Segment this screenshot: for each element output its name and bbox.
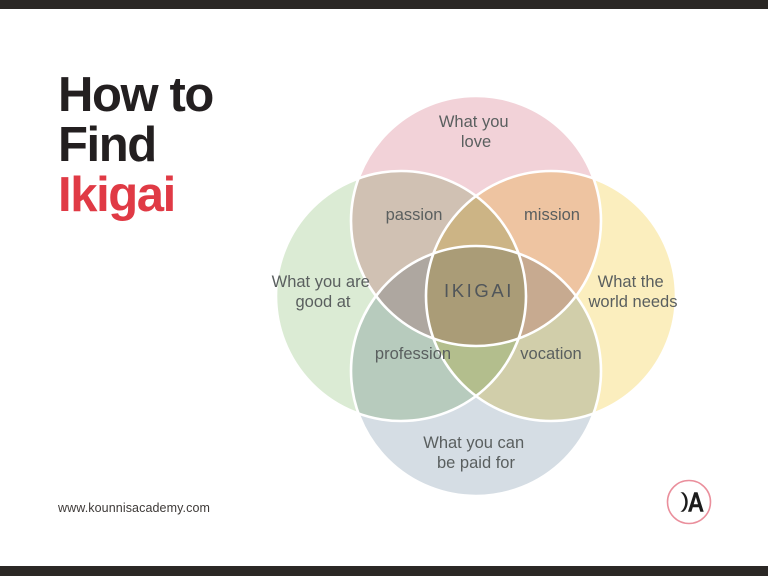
page-title: How to Find Ikigai	[58, 70, 338, 220]
venn-label-paid-for-line1: What you can	[423, 434, 524, 452]
logo-a-icon	[688, 492, 704, 512]
brand-logo[interactable]	[665, 478, 713, 526]
bottom-accent-bar	[0, 566, 768, 576]
venn-label-world-needs: What the world needs	[588, 273, 678, 311]
venn-circle-paid-for[interactable]	[351, 246, 601, 496]
logo-paren-icon	[680, 492, 688, 512]
title-line-1: How to	[58, 68, 214, 122]
footer-website-url[interactable]: www.kounnisacademy.com	[58, 501, 211, 515]
venn-label-love: What you love	[439, 113, 513, 151]
venn-label-good-at-line1: What you are	[272, 273, 370, 291]
venn-label-good-at-line2: good at	[295, 293, 350, 311]
venn-label-love-line2: love	[461, 133, 491, 151]
venn-label-paid-for-line2: be paid for	[437, 454, 515, 472]
venn-label-paid-for: What you can be paid for	[423, 434, 528, 472]
venn-outline-paid-for	[349, 244, 603, 498]
venn-label-good-at: What you are good at	[272, 273, 375, 311]
venn-outline-love	[349, 94, 603, 348]
top-accent-bar	[0, 0, 768, 9]
venn-label-passion: passion	[386, 206, 443, 224]
venn-label-mission: mission	[524, 206, 580, 224]
venn-label-world-needs-line2: world needs	[588, 293, 678, 311]
venn-outline-world-needs	[424, 169, 678, 423]
venn-outline-good-at	[274, 169, 528, 423]
venn-label-vocation: vocation	[520, 345, 581, 363]
venn-label-world-needs-line1: What the	[598, 273, 664, 291]
logo-ring-icon	[666, 479, 712, 525]
venn-label-ikigai-core: IKIGAI	[444, 280, 514, 301]
title-line-2: Find	[58, 118, 157, 172]
venn-label-love-line1: What you	[439, 113, 509, 131]
venn-label-profession: profession	[375, 345, 451, 363]
title-line-3-accent: Ikigai	[58, 168, 176, 222]
ikigai-venn-diagram: What you love What you are good at What …	[229, 48, 724, 508]
